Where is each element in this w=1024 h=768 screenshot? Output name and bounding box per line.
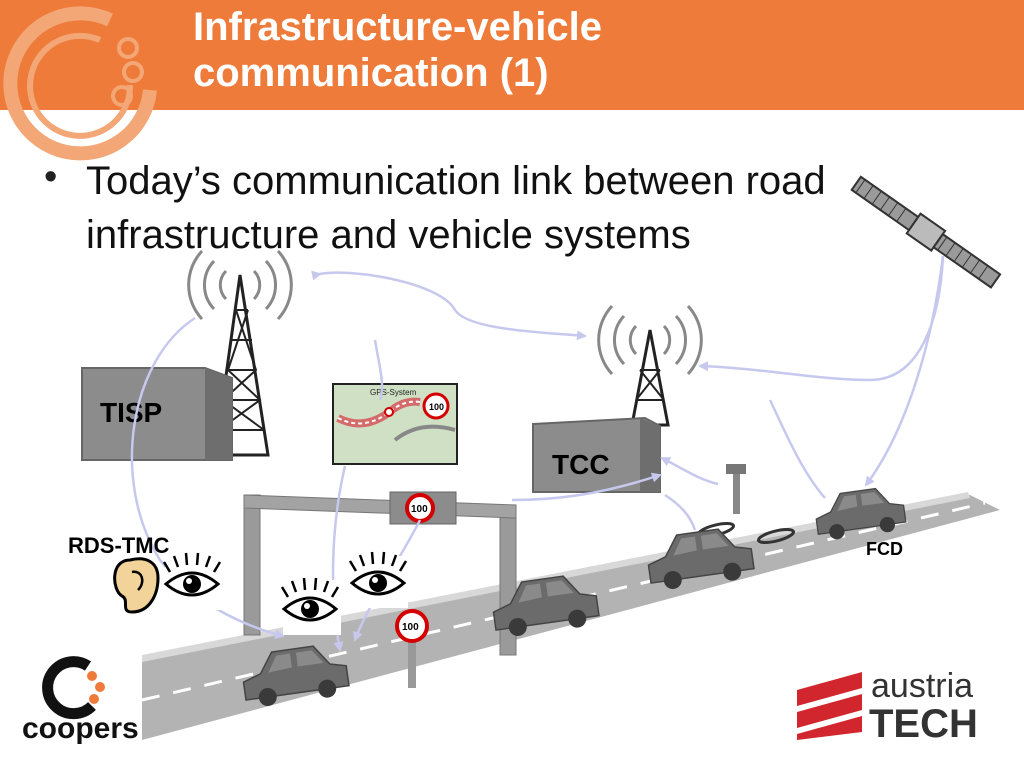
gps-map-image [332,383,458,465]
slide-title-line-2: communication (1) [193,51,549,95]
austriatech-logo-austria: austria [871,667,973,705]
title-bar [0,0,1024,110]
header-watermark-logo [3,6,157,161]
gps-speed-sign-text: 100 [429,402,444,412]
fcd-label: FCD [866,539,903,559]
bullet-text: Today’s communication link between road … [86,159,826,257]
overhead-gantry [243,491,517,656]
radio-tower-left [187,249,293,457]
austriatech-logo [797,672,862,740]
tisp-label: TISP [100,397,162,428]
coopers-logo-text: coopers [22,712,139,745]
bullet-marker: • [44,156,58,198]
gantry-speed-sign-text: 100 [411,504,428,515]
speed-limit-sign-text: 100 [402,622,419,633]
satellite-icon [850,175,1002,289]
tisp-box [81,367,233,461]
slide-title: Infrastructure-vehicle communication (1) [193,4,993,96]
gps-system-label: GPS-System [370,388,417,397]
speed-limit-sign [395,609,429,688]
radio-tower-right [597,304,703,427]
austriatech-logo-tech: TECH [869,702,978,746]
rds-tmc-label: RDS-TMC [68,533,170,558]
ear-icon [113,557,160,614]
coopers-logo [42,656,105,720]
slide-title-line-1: Infrastructure-vehicle [193,5,603,49]
tcc-label: TCC [552,449,610,480]
